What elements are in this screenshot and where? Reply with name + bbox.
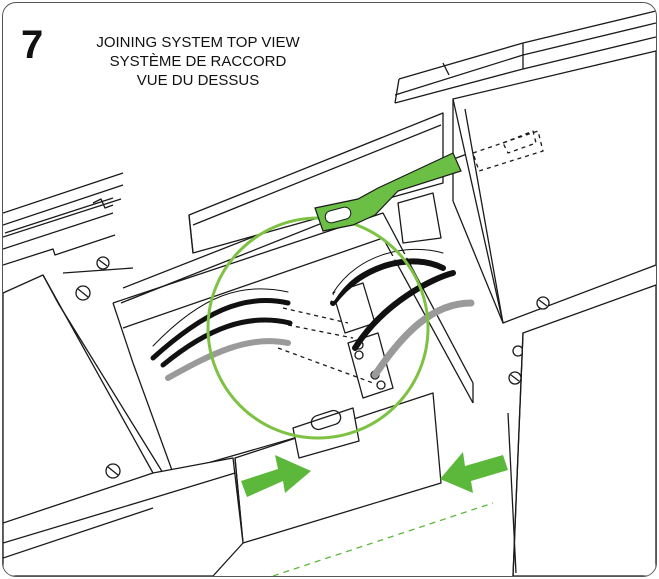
fixture-joining-drawing xyxy=(3,10,656,576)
wires xyxy=(150,248,475,381)
detail-circle xyxy=(206,216,430,440)
green-clip xyxy=(314,152,462,232)
step-number: 7 xyxy=(21,23,44,67)
left-channel-rails xyxy=(3,172,124,266)
title-line-french-2: VUE DU DESSUS xyxy=(136,72,260,89)
top-reflector-panel xyxy=(188,112,444,254)
title-line-english: JOINING SYSTEM TOP VIEW xyxy=(96,34,300,51)
title-line-french-1: SYSTÈME DE RACCORD xyxy=(109,53,287,70)
screws xyxy=(75,256,550,479)
alignment-dashes xyxy=(277,130,544,384)
front-right-panel xyxy=(507,284,656,576)
green-overlays xyxy=(206,152,508,576)
push-arrow-left-icon xyxy=(440,452,508,493)
bottom-guide-line xyxy=(272,502,494,576)
right-housing xyxy=(452,50,656,324)
title-block: JOINING SYSTEM TOP VIEW SYSTÈME DE RACCO… xyxy=(73,33,323,90)
push-arrow-right-icon xyxy=(241,455,311,497)
front-panels xyxy=(3,392,442,576)
